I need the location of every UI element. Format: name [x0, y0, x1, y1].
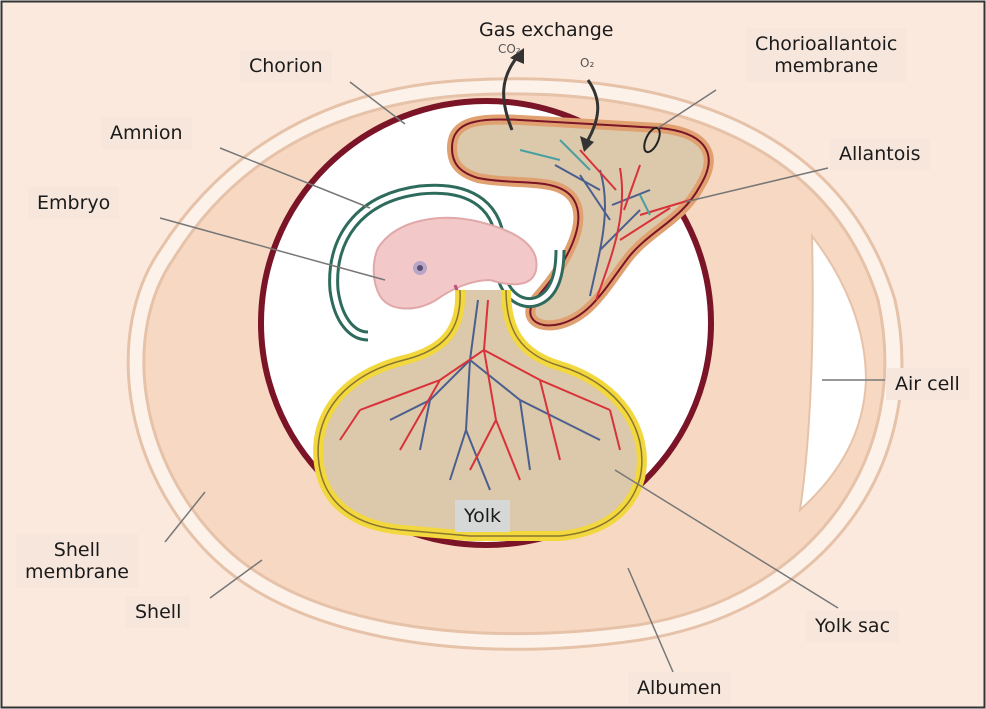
- shell-membrane-label-line1: Shell: [25, 539, 129, 561]
- yolk-label: Yolk: [455, 500, 510, 532]
- air-cell-label: Air cell: [886, 368, 969, 400]
- chorioallantoic-label-line2: membrane: [755, 55, 897, 77]
- albumen-label: Albumen: [628, 672, 731, 704]
- chorioallantoic-membrane-label: Chorioallantoic membrane: [746, 28, 906, 82]
- chorion-label: Chorion: [240, 50, 332, 82]
- shell-membrane-label-line2: membrane: [25, 561, 129, 583]
- embryo-label: Embryo: [28, 187, 119, 219]
- co2-label: CO₂: [498, 38, 521, 60]
- shell-membrane-label: Shell membrane: [16, 534, 138, 588]
- o2-label: O₂: [580, 52, 594, 74]
- allantois-label: Allantois: [830, 138, 930, 170]
- shell-label: Shell: [126, 596, 190, 628]
- chorioallantoic-label-line1: Chorioallantoic: [755, 33, 897, 55]
- yolk-sac-label: Yolk sac: [806, 610, 899, 642]
- gas-exchange-label: Gas exchange: [470, 14, 623, 46]
- amnion-label: Amnion: [101, 117, 192, 149]
